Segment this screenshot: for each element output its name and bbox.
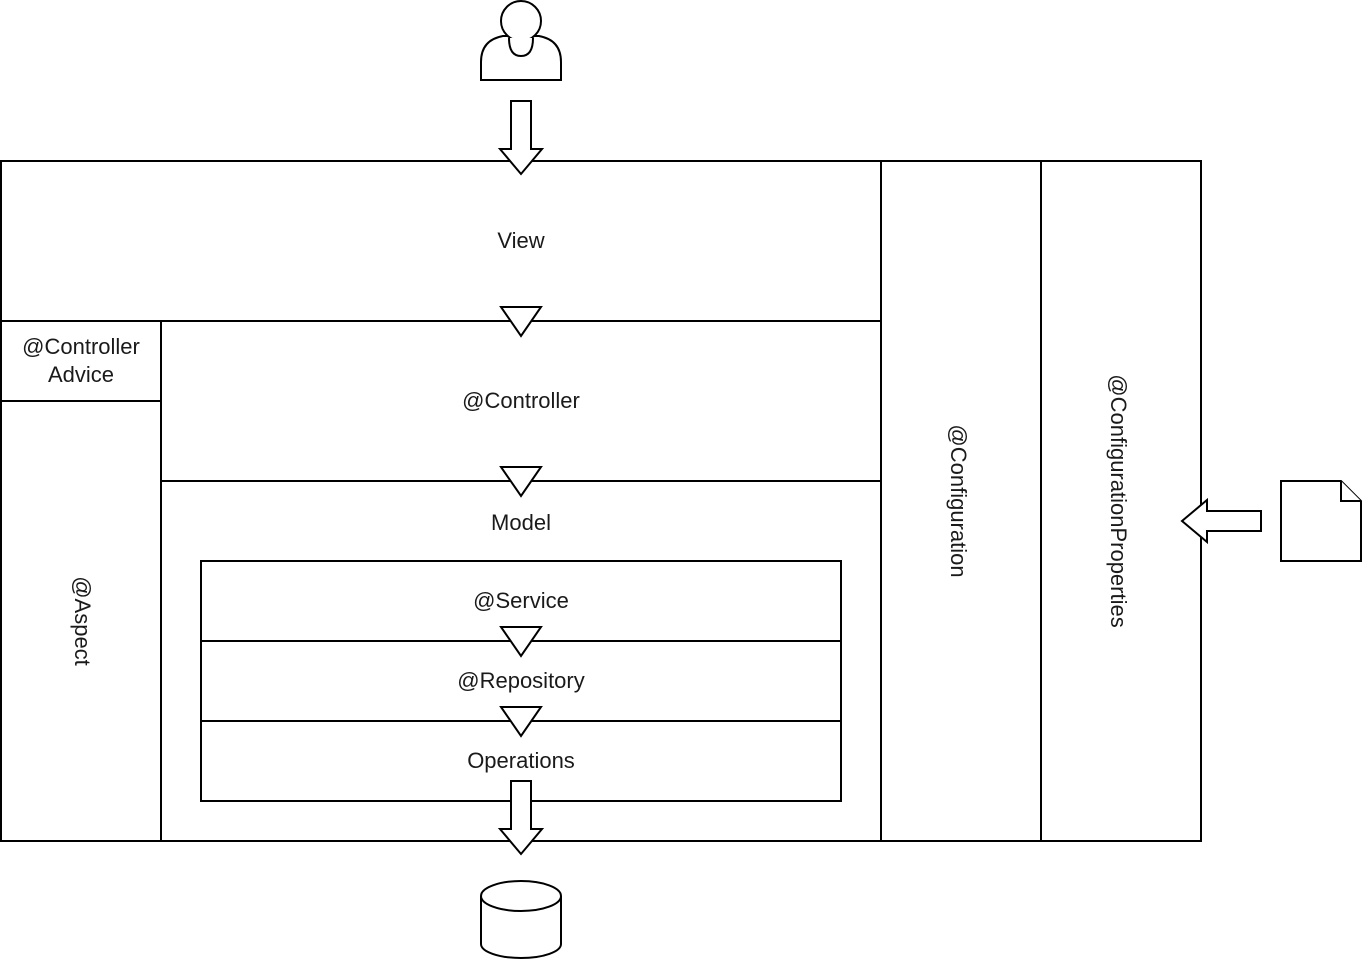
- view-label: View: [497, 228, 544, 253]
- model-label: Model: [491, 510, 551, 535]
- repository-to-operations-arrow: [499, 706, 543, 738]
- service-to-repository-arrow: [499, 626, 543, 658]
- operations-label: Operations: [467, 748, 575, 773]
- user-to-view-arrow: [497, 100, 545, 176]
- view-to-controller-arrow: [499, 306, 543, 338]
- configuration-label: @Configuration: [946, 424, 971, 577]
- controller-advice-label-line1: @Controller: [22, 334, 140, 359]
- configuration-properties-label: @ConfigurationProperties: [1106, 374, 1131, 627]
- view-layer: [0, 160, 882, 322]
- controller-label: @Controller: [462, 388, 580, 413]
- controller-advice-label-line2: Advice: [48, 362, 114, 387]
- controller-to-model-arrow: [499, 466, 543, 498]
- document-to-properties-arrow: [1180, 497, 1262, 545]
- repository-label: @Repository: [457, 668, 585, 693]
- service-label: @Service: [473, 588, 569, 613]
- document-icon: [1280, 480, 1362, 562]
- configuration-box: [880, 160, 1042, 842]
- controller-advice-box: [0, 320, 162, 402]
- aspect-label: @Aspect: [70, 576, 95, 666]
- aspect-box: [0, 400, 162, 842]
- user-icon: [480, 0, 562, 81]
- database-icon: [480, 880, 562, 959]
- configuration-properties-box: [1040, 160, 1202, 842]
- operations-to-database-arrow: [497, 780, 545, 856]
